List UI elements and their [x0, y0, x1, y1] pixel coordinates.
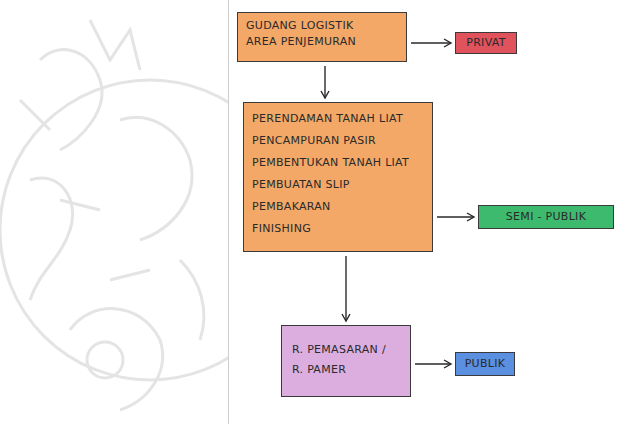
node-text: PEMBENTUKAN TANAH LIAT	[252, 152, 424, 174]
node-text: PEMBUATAN SLIP	[252, 174, 424, 196]
zone-label-box: PRIVAT	[455, 32, 517, 54]
flow-arrow	[345, 256, 346, 321]
zone-label-box: SEMI - PUBLIK	[478, 205, 614, 229]
diagram-panel	[229, 0, 629, 424]
node-text: PERENDAMAN TANAH LIAT	[252, 108, 424, 130]
node-text: GUDANG LOGISTIK AREA PENJEMURAN	[246, 18, 374, 50]
node-text: PEMBAKARAN	[252, 196, 424, 218]
node-text: R. PEMASARAN / R. PAMER	[292, 340, 392, 380]
flow-arrow	[324, 66, 325, 98]
node-text: PENCAMPURAN PASIR	[252, 130, 424, 152]
process-box: PERENDAMAN TANAH LIATPENCAMPURAN PASIRPE…	[243, 102, 433, 252]
zone-label-box: PUBLIK	[455, 352, 515, 376]
node-text: PUBLIK	[462, 356, 508, 372]
display-room-box: R. PEMASARAN / R. PAMER	[281, 325, 411, 397]
node-text: FINISHING	[252, 218, 424, 240]
flow-arrow	[411, 42, 451, 43]
flow-arrow	[437, 216, 474, 217]
flow-arrow	[415, 363, 451, 364]
node-text: SEMI - PUBLIK	[485, 209, 607, 225]
node-text: PRIVAT	[462, 35, 510, 51]
storage-box: GUDANG LOGISTIK AREA PENJEMURAN	[237, 12, 407, 62]
